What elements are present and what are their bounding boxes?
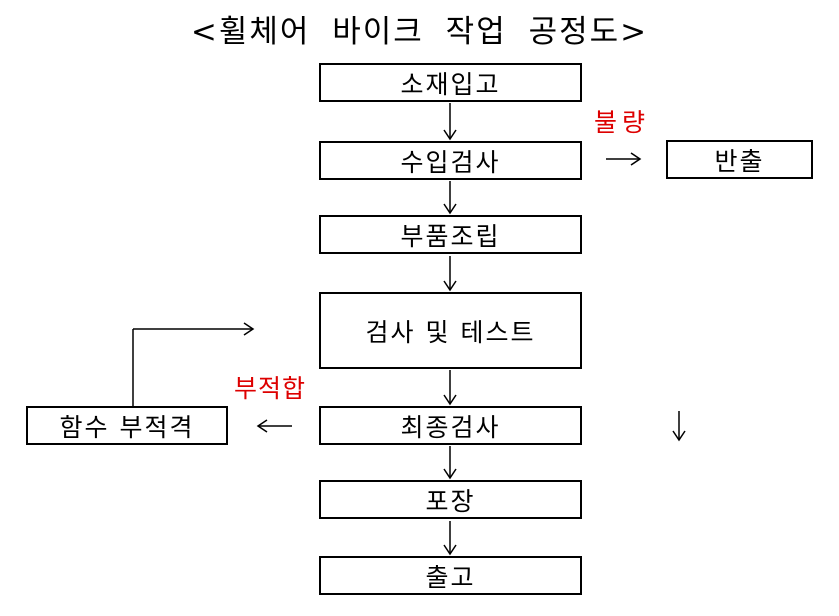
node-shipping: 출고 [319,556,582,595]
node-final-inspection: 최종검사 [319,406,582,445]
node-carry-out: 반출 [666,140,813,179]
node-rework-reject: 함수 부적격 [26,406,228,445]
diagram-title: <휠체어 바이크 작업 공정도> [190,14,649,50]
node-packing-label: 포장 [425,486,476,516]
feedback-arrow-reject-to-test-icon [132,322,255,407]
edge-label-defective: 불량 [594,108,651,137]
node-rework-reject-label: 함수 부적격 [59,412,195,442]
node-material-in: 소재입고 [319,63,582,102]
arrow-final-to-reject-icon [256,419,292,433]
arrow-test-to-final-icon [443,370,457,406]
arrow-packing-to-shipping-icon [443,521,457,556]
node-material-in-label: 소재입고 [400,69,501,99]
stray-down-arrow-icon [672,411,686,442]
arrow-incoming-to-assembly-icon [443,181,457,215]
node-inspection-and-test-label: 검사 및 테스트 [365,317,536,347]
node-carry-out-label: 반출 [714,146,765,176]
edge-label-nonconforming: 부적합 [234,374,307,403]
node-packing: 포장 [319,480,582,519]
arrow-assembly-to-test-icon [443,256,457,292]
node-parts-assembly-label: 부품조립 [400,221,501,251]
arrow-incoming-to-carryout-icon [606,152,642,166]
node-final-inspection-label: 최종검사 [400,412,501,442]
node-parts-assembly: 부품조립 [319,215,582,254]
arrow-material-to-incoming-icon [443,103,457,141]
node-shipping-label: 출고 [425,562,476,592]
node-incoming-inspection-label: 수입검사 [400,147,501,177]
node-incoming-inspection: 수입검사 [319,141,582,180]
node-inspection-and-test: 검사 및 테스트 [319,292,582,369]
arrow-final-to-packing-icon [443,446,457,480]
